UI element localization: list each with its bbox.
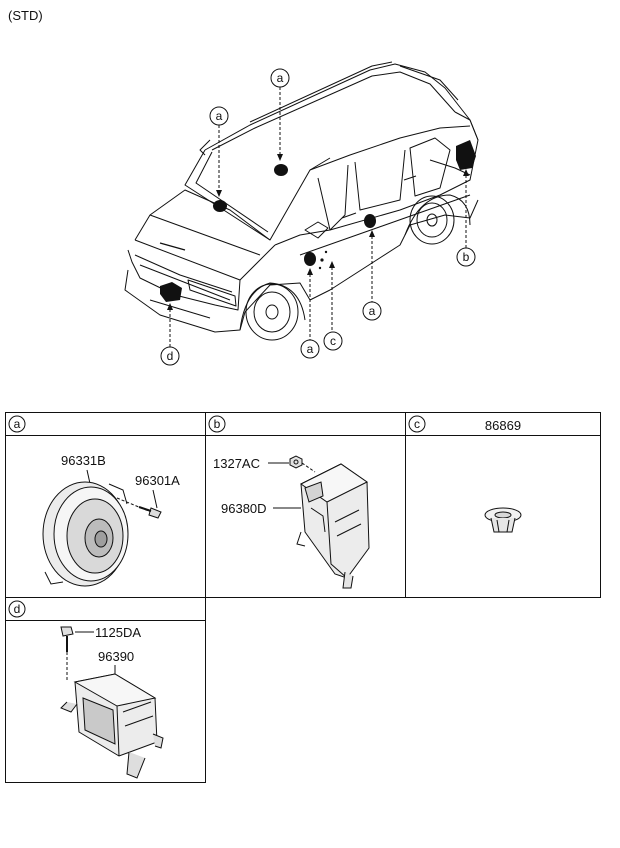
panel-d-content: 1125DA 96390 (60, 625, 164, 779)
callout-d (160, 346, 180, 366)
variant-label: (STD) (8, 8, 43, 23)
callout-a-top-left (209, 106, 229, 126)
callout-b-label: b (463, 250, 470, 264)
bolt-1125DA-icon (60, 626, 74, 682)
callout-a-top (270, 68, 290, 88)
part-label-96301A: 96301A (135, 473, 180, 488)
clip-86869-icon (484, 507, 522, 533)
panel-c-content (484, 507, 522, 533)
panel-a-header-circle (8, 415, 26, 433)
vehicle-outline (124, 61, 479, 341)
speaker-locations (160, 140, 476, 302)
callout-a-label: a (277, 71, 284, 85)
panel-d-letter: d (14, 602, 21, 616)
panel-d-header-circle (8, 600, 26, 618)
module-96390-icon (60, 673, 164, 779)
callout-a-label: a (369, 304, 376, 318)
part-label-96380D: 96380D (221, 501, 267, 516)
callout-c-label: c (330, 334, 336, 348)
callout-a-label: a (307, 342, 314, 356)
screw-96301A-icon (116, 497, 162, 519)
panel-b-letter: b (214, 417, 221, 431)
panel-b-header-circle (208, 415, 226, 433)
vehicle-overview-diagram: a a b a a c d (124, 61, 479, 366)
parts-grid: a b c d 86869 96331B 96301A (5, 412, 601, 783)
clip-marker (320, 258, 324, 262)
speaker-dash-left-marker (213, 200, 227, 212)
callout-a-bottom (300, 339, 320, 359)
speaker-rear-door-marker (364, 214, 376, 228)
grid-frames (5, 412, 601, 783)
amplifier-96380D-icon (296, 463, 370, 589)
panel-c-letter: c (414, 417, 420, 431)
callout-a-right (362, 301, 382, 321)
callout-circles (160, 68, 476, 366)
callout-c (323, 331, 343, 351)
panel-c-part-number: 86869 (485, 418, 521, 433)
panel-b-content: 1327AC 96380D (213, 455, 370, 589)
callout-arrowheads (167, 154, 469, 310)
callout-leaders (169, 87, 467, 347)
speaker-part-icon (42, 481, 129, 587)
speaker-dash-right-marker (274, 164, 288, 176)
front-module-marker (160, 282, 182, 302)
callout-a-label: a (216, 109, 223, 123)
panel-c-header-circle (408, 415, 426, 433)
part-label-96331B: 96331B (61, 453, 106, 468)
nut-1327AC-icon (289, 455, 316, 473)
part-label-96390: 96390 (98, 649, 134, 664)
panel-a-letter: a (14, 417, 21, 431)
amplifier-rear-marker (456, 140, 476, 170)
callout-d-label: d (167, 349, 174, 363)
speaker-front-door-marker (304, 252, 316, 266)
part-label-1327AC: 1327AC (213, 456, 260, 471)
callout-b (456, 247, 476, 267)
part-label-1125DA: 1125DA (95, 625, 141, 640)
panel-a-content: 96331B 96301A (42, 453, 180, 587)
